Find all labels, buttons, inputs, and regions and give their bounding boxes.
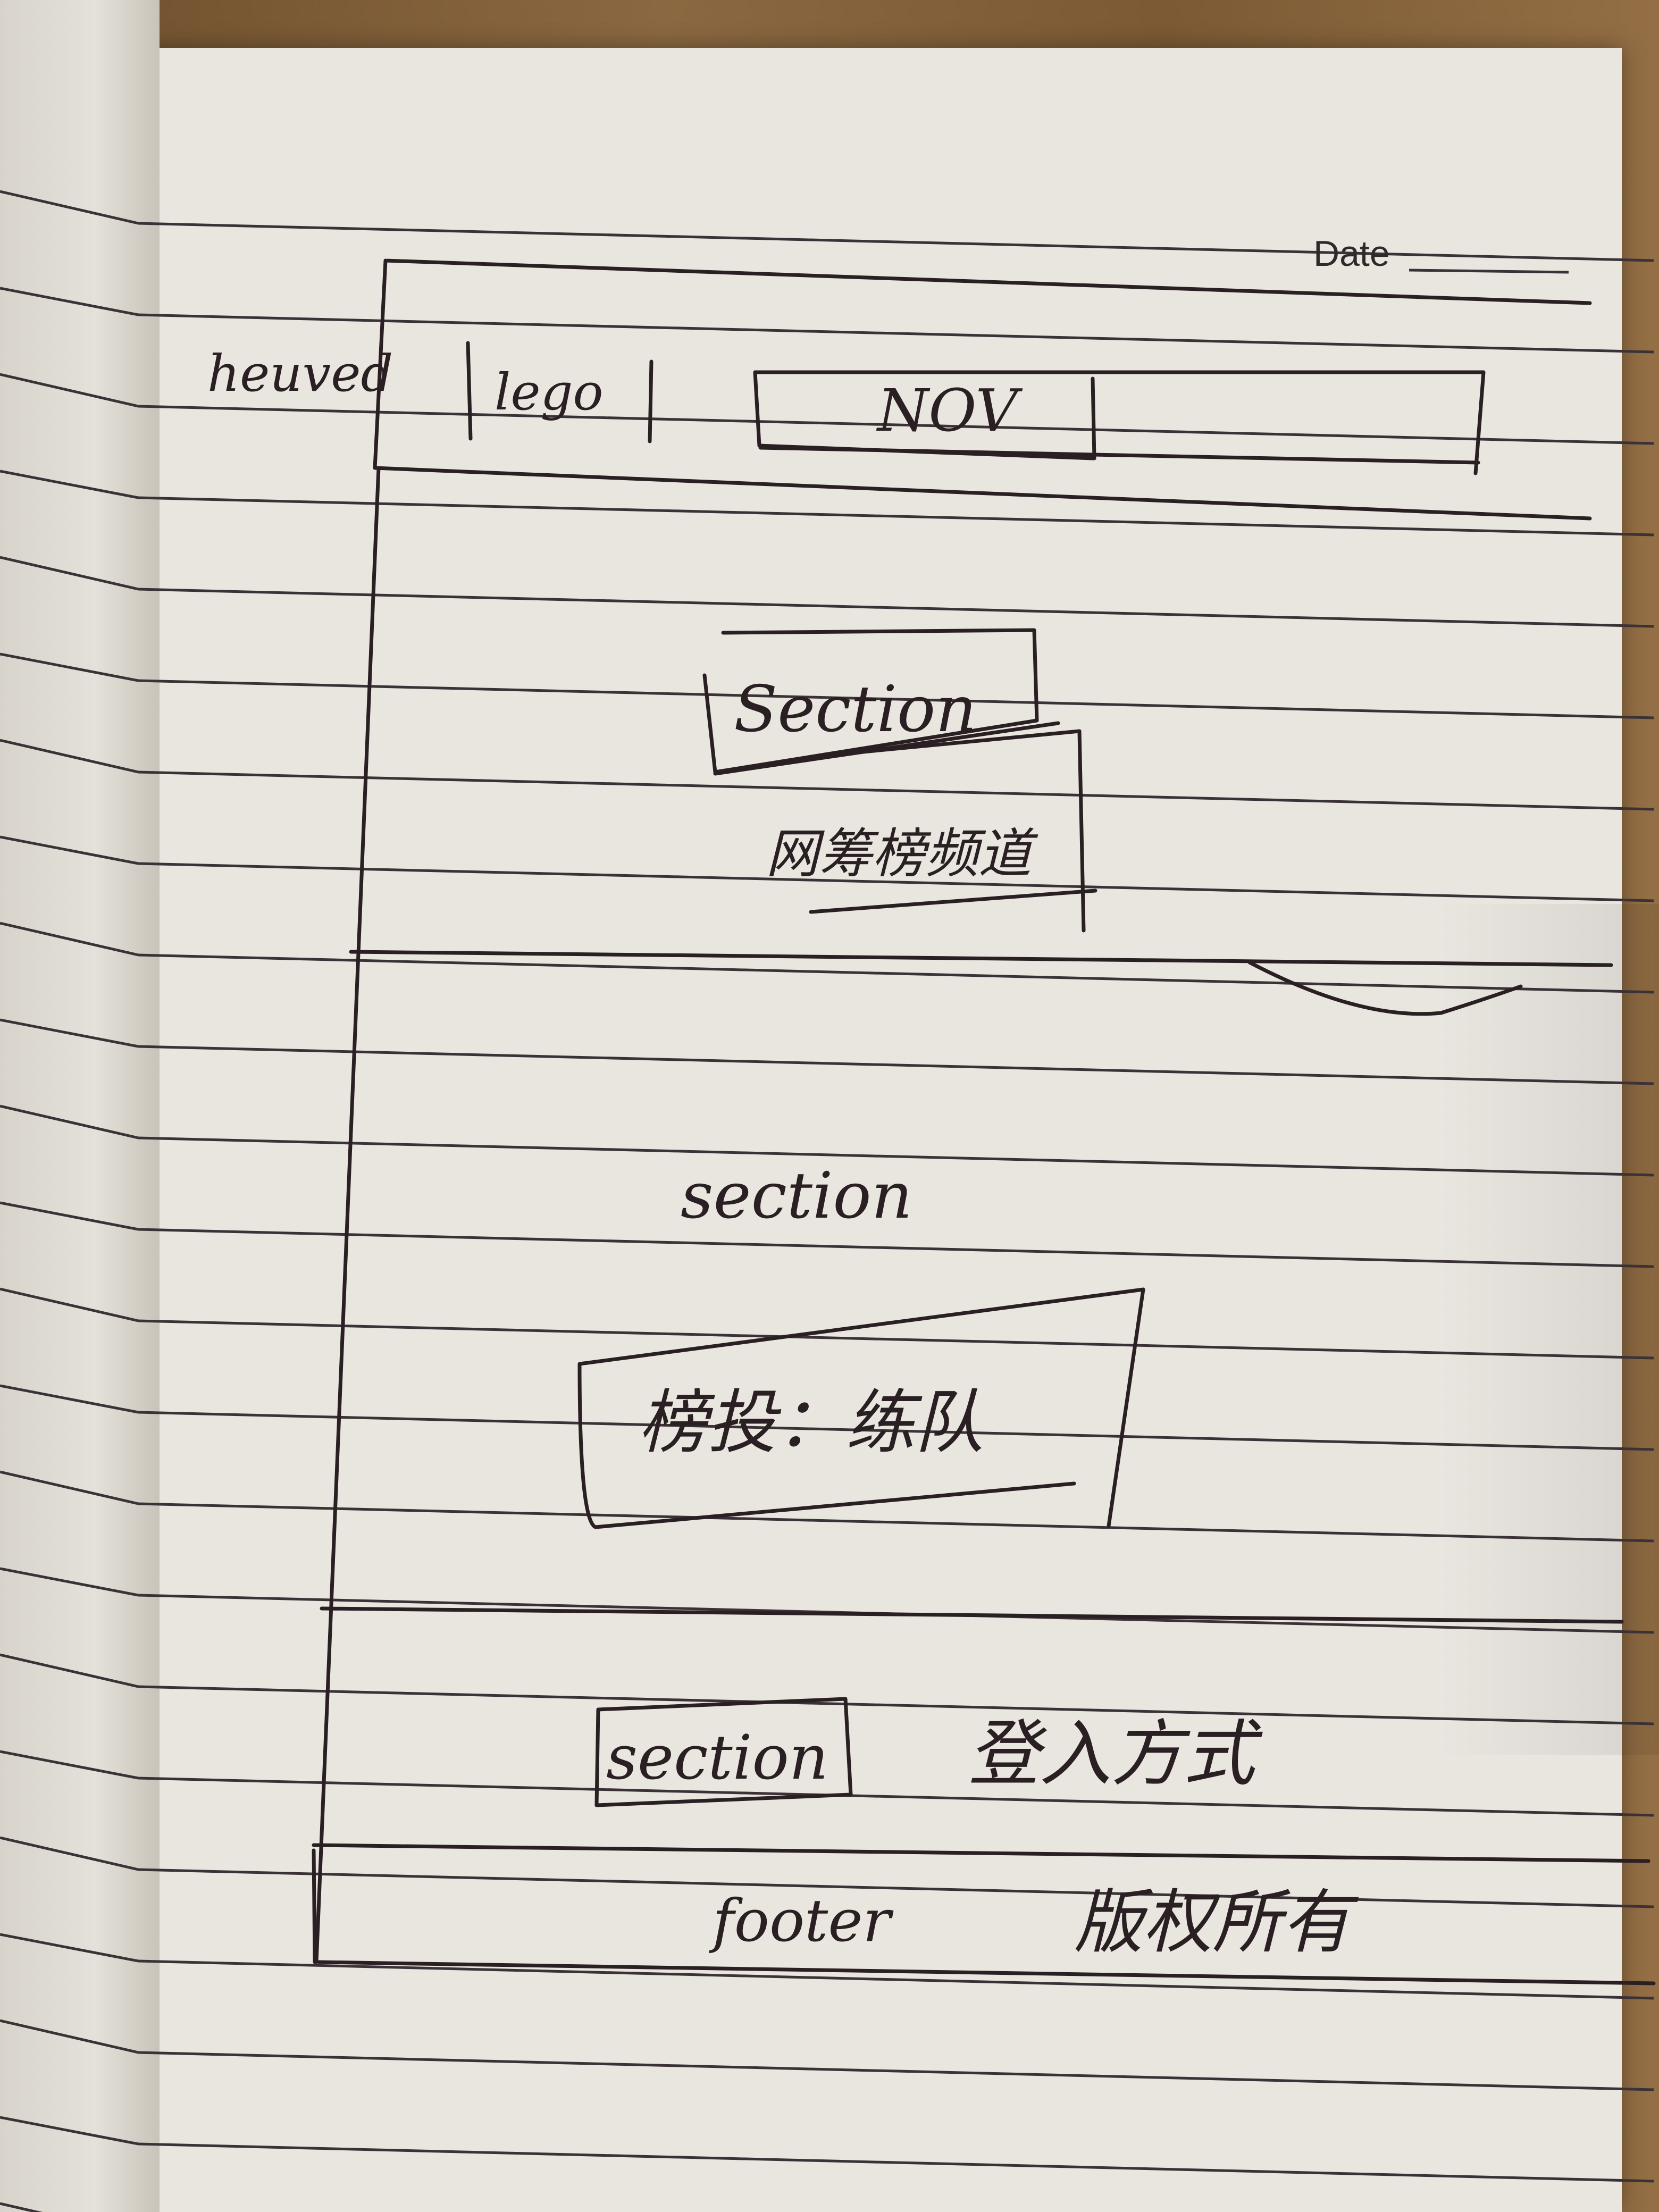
ruled-line <box>138 1136 1654 1177</box>
ruled-line-left-page <box>0 287 139 316</box>
ruled-line <box>138 2051 1654 2091</box>
ruled-line <box>138 496 1654 537</box>
ruled-line <box>138 1045 1654 1085</box>
section2-label: section <box>681 1159 912 1233</box>
ruled-lines <box>0 190 1654 2212</box>
ruled-line-left-page <box>0 1287 139 1322</box>
ruled-line-left-page <box>0 1104 139 1139</box>
ruled-line-left-page <box>0 1567 139 1597</box>
ruled-line-left-page <box>0 1653 139 1688</box>
ruled-line-left-page <box>0 1933 139 1963</box>
ruled-line <box>138 1228 1654 1268</box>
footer-box <box>312 1848 317 1964</box>
ruled-line <box>138 1502 1654 1543</box>
ruled-line-left-page <box>0 556 139 591</box>
ruled-line <box>138 1777 1654 1817</box>
divider-3 <box>312 1843 1650 1863</box>
header-logo-box <box>466 341 653 443</box>
logo-label: lego <box>495 363 604 422</box>
ruled-line-left-page <box>0 1018 139 1048</box>
layout-outline <box>314 258 1656 1985</box>
section2-note-box <box>577 1287 1145 1529</box>
section1-note: 网筹榜频道 <box>766 823 1038 885</box>
ruled-line <box>138 313 1654 354</box>
ruled-line-left-page <box>0 1750 139 1780</box>
divider-2 <box>320 1606 1624 1624</box>
divider-1 <box>349 950 1613 967</box>
ruled-line-left-page <box>0 190 139 225</box>
ruled-line <box>138 862 1654 902</box>
date-label: Date <box>1313 233 1390 274</box>
ruled-line-left-page <box>0 2202 43 2212</box>
nav-box <box>753 370 1486 475</box>
section1-label: Section <box>734 673 977 747</box>
section3-note: 登入方式 <box>968 1712 1263 1796</box>
section3-label-box <box>594 1697 853 1807</box>
ruled-line-left-page <box>0 1836 139 1871</box>
date-underline <box>1409 269 1569 274</box>
ruled-line-left-page <box>0 1470 139 1505</box>
ruled-line-left-page <box>0 652 139 682</box>
page-shadow <box>1436 904 1659 1755</box>
ruled-line <box>138 1959 1654 2000</box>
ruled-line <box>138 588 1654 628</box>
ruled-line <box>138 405 1654 445</box>
header-side-label: heuved <box>207 345 393 403</box>
ruled-line-left-page <box>0 2116 139 2146</box>
ruled-line <box>138 679 1654 719</box>
ruled-line-left-page <box>0 1384 139 1414</box>
ruled-line-left-page <box>0 835 139 865</box>
ruled-line-left-page <box>0 739 139 774</box>
section1-note-box <box>809 729 1097 933</box>
nav-label: NOV <box>876 376 1023 445</box>
ruled-line-left-page <box>0 921 139 957</box>
ruled-line <box>138 1319 1654 1360</box>
section2-note: 榜投：练队 <box>638 1382 984 1463</box>
footer-note: 版权所有 <box>1074 1882 1359 1963</box>
ruled-line-left-page <box>0 373 139 408</box>
ruled-line <box>138 222 1654 262</box>
ruled-line <box>138 1868 1654 1908</box>
ruled-line-left-page <box>0 2019 139 2054</box>
ruled-line <box>138 953 1654 994</box>
pen-scribble <box>1247 960 1523 1016</box>
section3-label: section <box>606 1722 828 1794</box>
ruled-line <box>138 1411 1654 1451</box>
ruled-line <box>138 770 1654 811</box>
ruled-line-left-page <box>0 470 139 499</box>
footer-label: footer <box>709 1887 894 1955</box>
ruled-line <box>138 1685 1654 1725</box>
ruled-line-left-page <box>0 1201 139 1231</box>
ruled-line <box>138 2142 1654 2183</box>
